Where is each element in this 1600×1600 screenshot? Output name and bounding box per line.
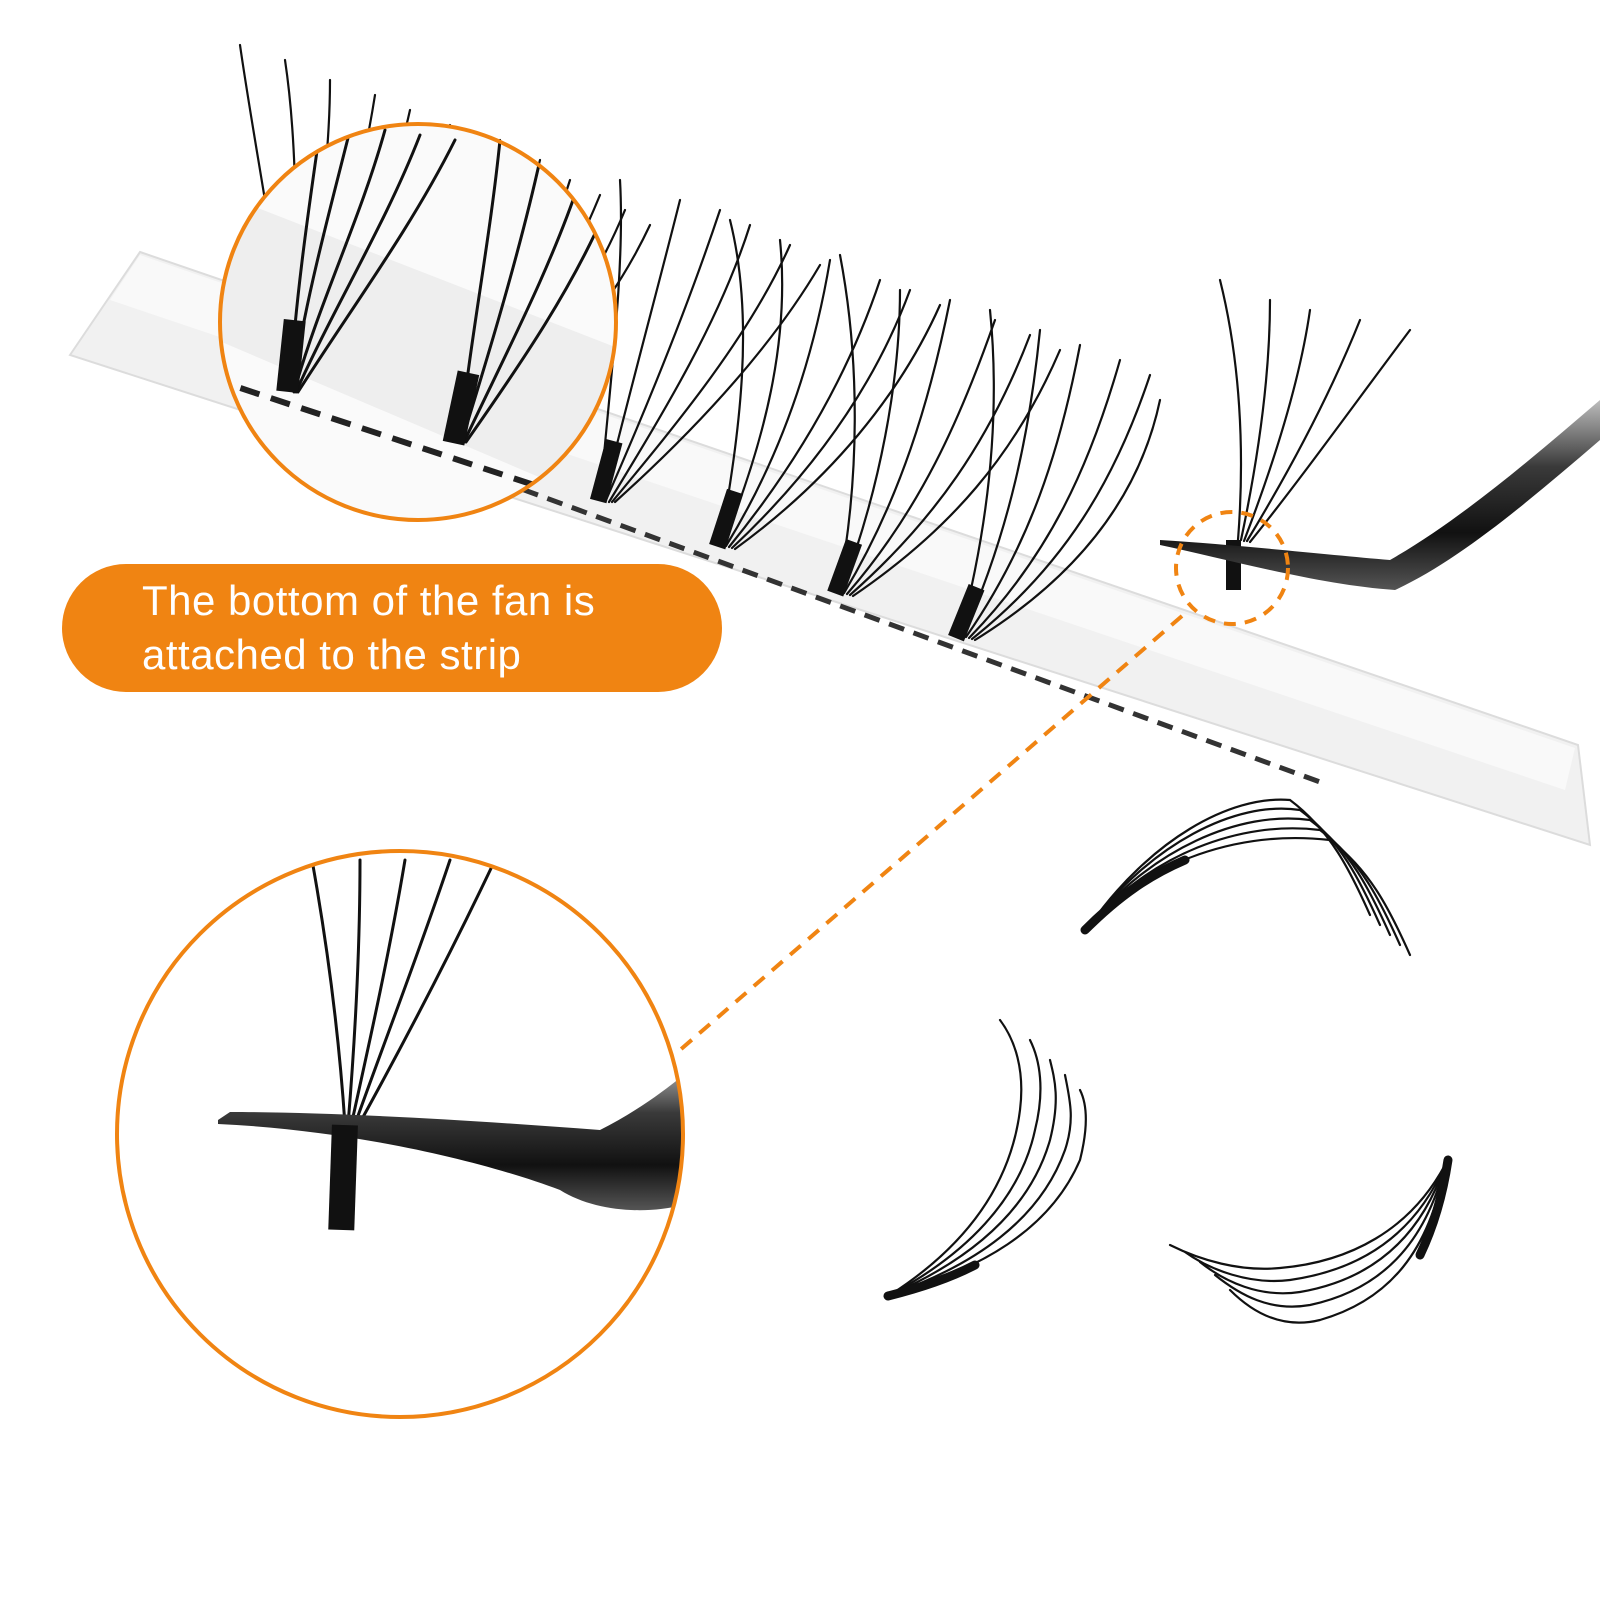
zoom-connector-line	[678, 614, 1184, 1052]
lash-fan	[589, 178, 822, 504]
callout-line-2: attached to the strip	[142, 631, 522, 678]
zoom-indicator-circle	[1174, 510, 1290, 626]
lash-fan	[709, 218, 942, 551]
lash-fan	[827, 253, 1062, 598]
loose-lash-2	[883, 1018, 1087, 1301]
lash-fan	[948, 308, 1162, 642]
tweezer-icon	[1160, 400, 1600, 590]
zoom-circle-icon	[115, 849, 685, 1419]
loose-lash-1	[1080, 798, 1412, 957]
callout-line-1: The bottom of the fan is	[142, 577, 596, 624]
callout-badge: The bottom of the fan is attached to the…	[62, 564, 722, 692]
loose-lash-3	[1168, 1155, 1453, 1324]
zoom-circle-icon	[218, 122, 618, 522]
lifted-fan	[1218, 278, 1412, 590]
